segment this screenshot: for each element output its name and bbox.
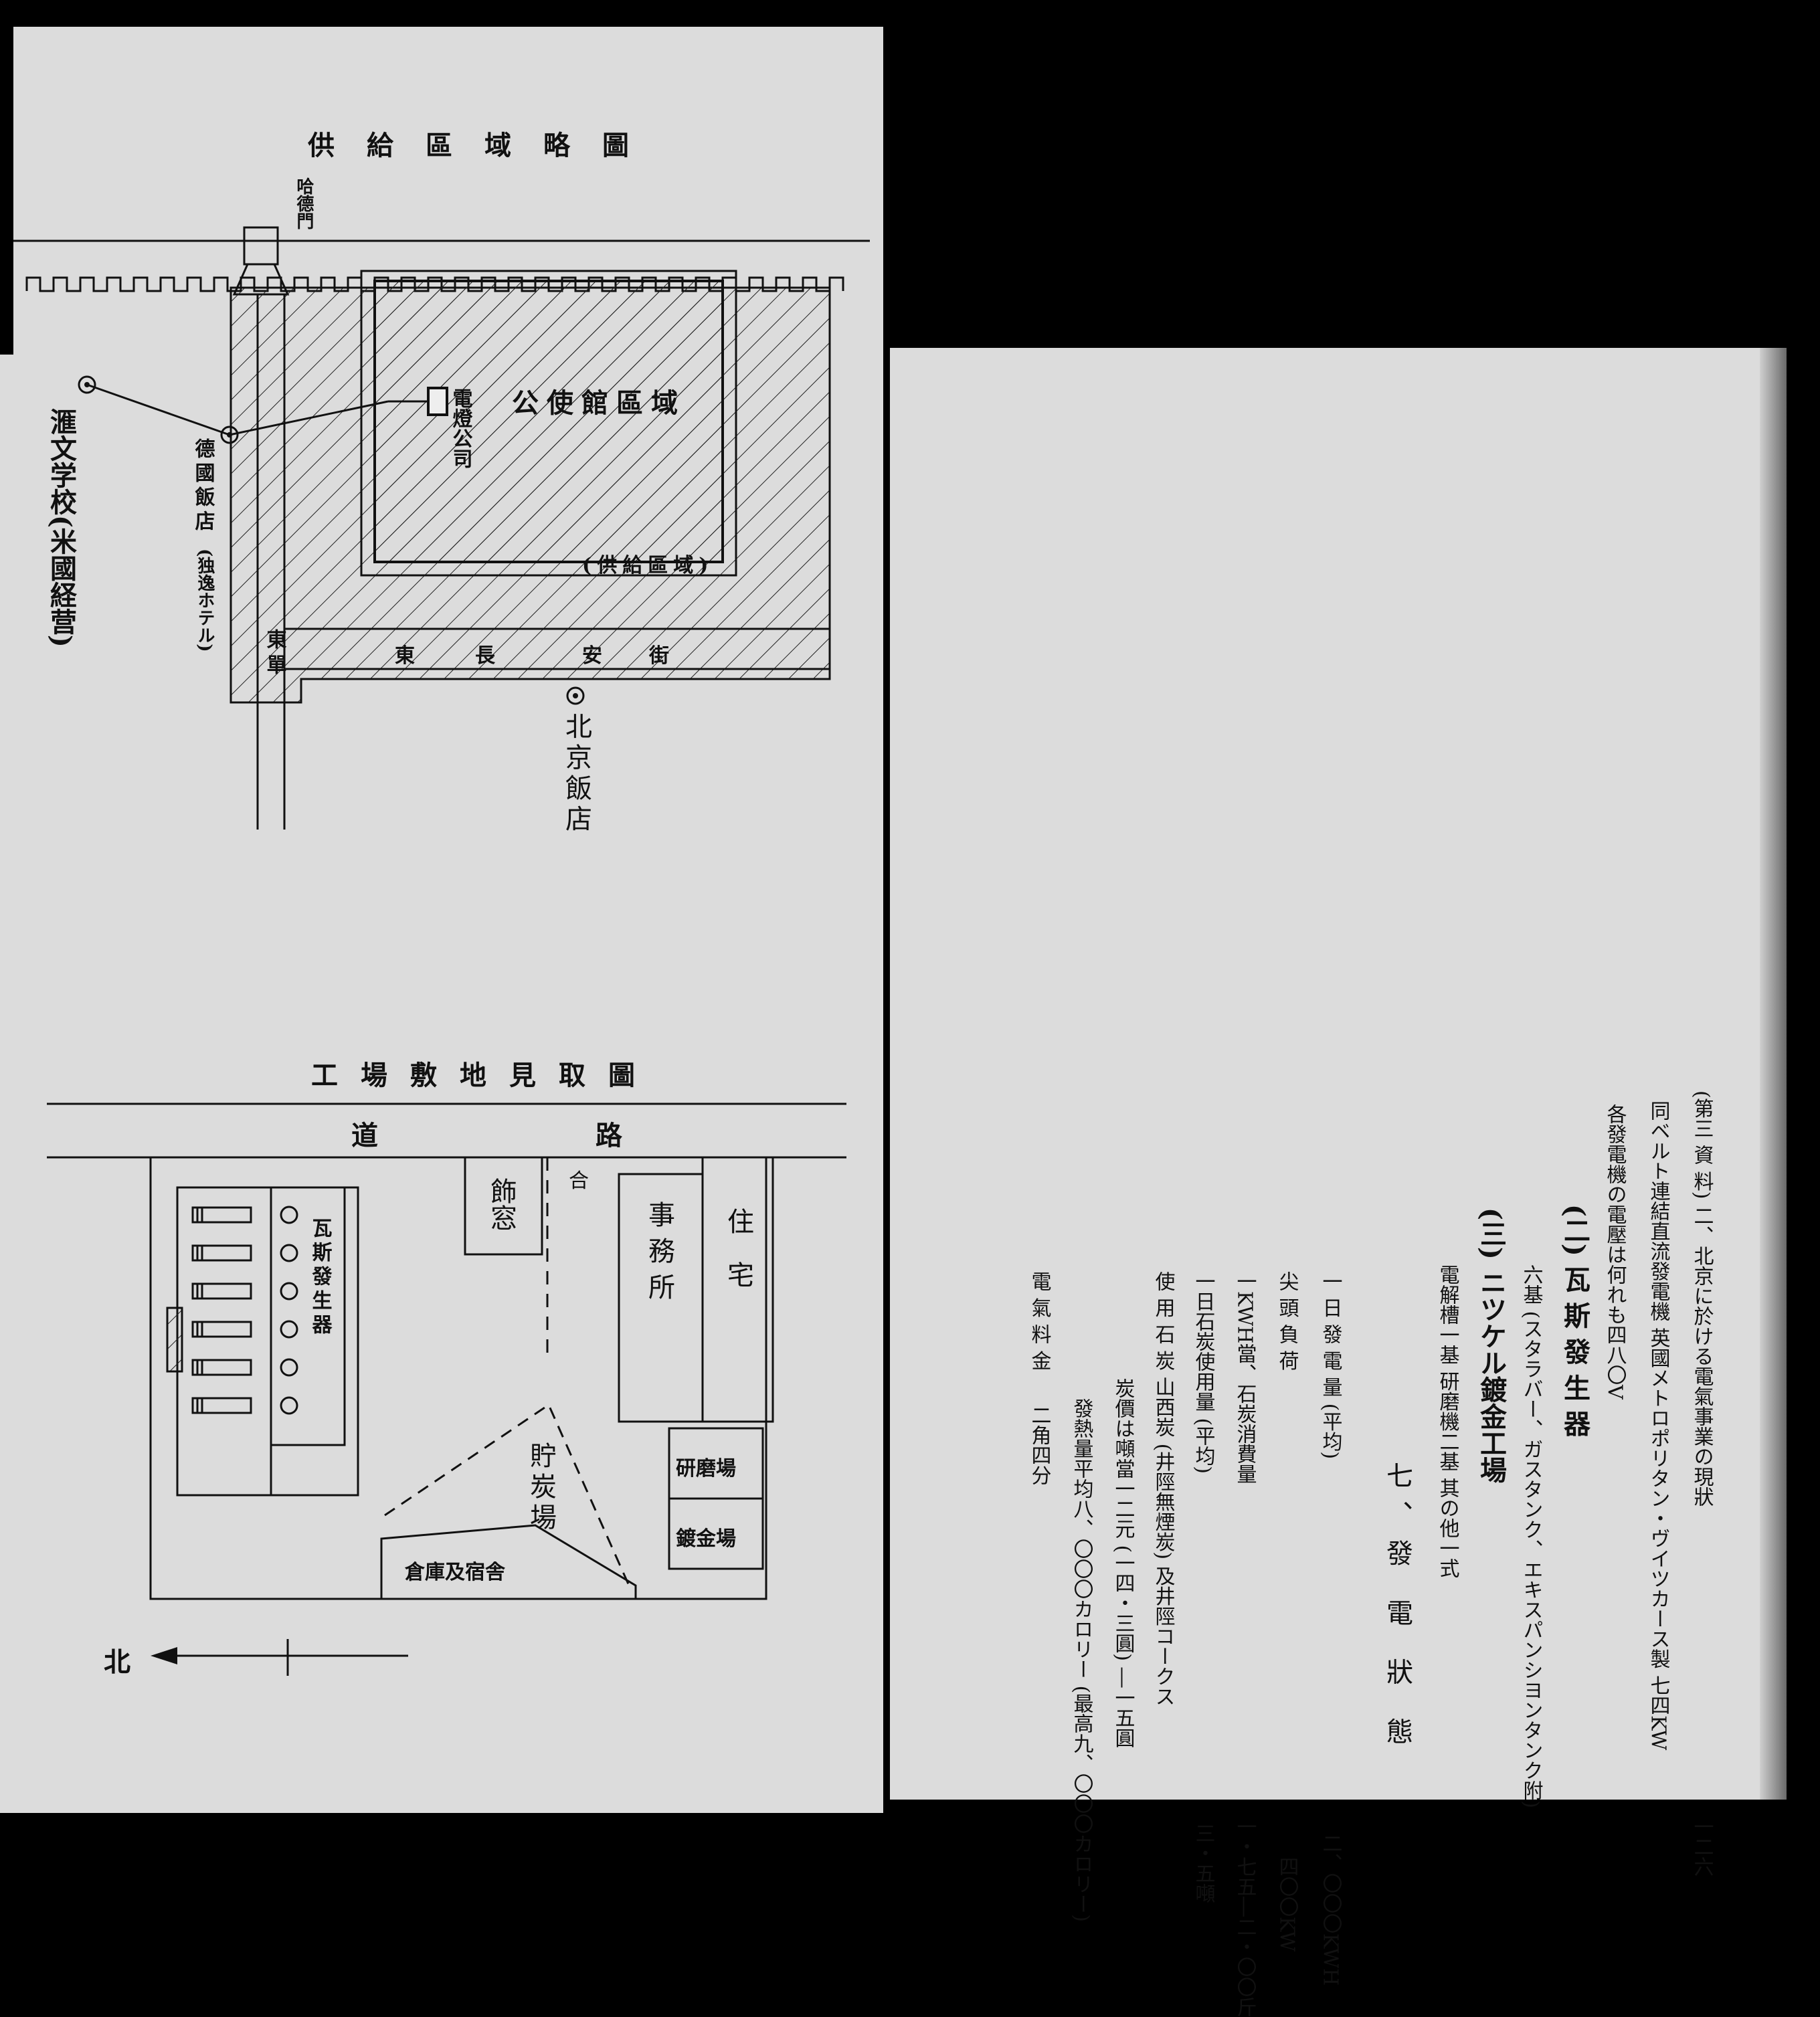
map2-title: 工場敷地見取圖: [311, 1060, 658, 1091]
warehouse-label: 倉庫及宿舎: [405, 1561, 505, 1584]
street-main-2: 長: [475, 644, 495, 668]
office-label: 事務所: [644, 1201, 674, 1309]
school-label: 滙文学校(米國経营): [46, 408, 77, 648]
hotel-bj-label: 北京飯店: [561, 712, 592, 836]
map1-title: 供給區域略圖: [308, 130, 661, 161]
plating-block: [668, 1497, 764, 1570]
legation-label: 公使館區域: [512, 387, 686, 419]
supply-label: (供給區域): [582, 554, 714, 577]
hotel-de-note: (独逸ホテル): [194, 549, 215, 652]
header-line: (第三 資 料) 二、北京に於ける電氣事業の現狀: [1690, 1090, 1714, 1507]
coal-yard: [384, 1403, 630, 1586]
street-east-label: 東單: [262, 629, 286, 680]
hotel-de-label: 德國飯店: [191, 438, 215, 535]
body-line-1: 同ベルト連結直流發電機 英國メトロポリタン・ヴイツカース製 七四KW: [1646, 1100, 1670, 1751]
school-marker: [78, 375, 96, 394]
north-label: 北: [104, 1646, 130, 1678]
calorie: 發熱量平均八、〇〇〇カロリー (最高九、〇〇〇カロリー): [1069, 1398, 1093, 1922]
row-value-2: 四〇〇KW: [1275, 1856, 1299, 1952]
gas-gen-label: 瓦斯發生器: [308, 1218, 332, 1338]
row-value-3: 一・七五―二・〇〇斤: [1233, 1816, 1257, 2017]
legation-quarter: [373, 280, 724, 563]
sec2-body: 六基 (スタラバー、ガスタンク、エキスパンシヨンタンク附): [1519, 1264, 1543, 1808]
fee-value: 二角四分: [1027, 1405, 1051, 1485]
company-label: 電燈公司: [448, 388, 472, 468]
row-label-1: 一 日 發 電 量 (平均): [1318, 1271, 1342, 1460]
warehouse-block: [380, 1524, 637, 1600]
sec7-title: 七、發 電 狀 態: [1382, 1462, 1413, 1757]
street-main-4: 街: [649, 644, 669, 668]
row-label-5: 使 用 石 炭 山西炭 (井陘無煙炭) 及井陘コークス: [1151, 1271, 1175, 1707]
row-value-1: 二、〇〇〇KWH: [1318, 1833, 1342, 1986]
body-line-2: 各發電機の電壓は何れも四八〇V: [1603, 1104, 1627, 1400]
row-value-4: 三・五噸: [1191, 1823, 1215, 1903]
company-marker: [427, 387, 448, 416]
house-label: 住宅: [723, 1208, 753, 1315]
sec3-title: (三) ニツケル鍍金工場: [1475, 1208, 1507, 1483]
hotel-de-marker: [220, 425, 239, 444]
row-label-3: 一KWH當、石炭消費量: [1233, 1271, 1257, 1484]
page-edge: [1760, 348, 1787, 1800]
fee-label: 電 氣 料 金: [1027, 1271, 1051, 1371]
row-label-2: 尖 頭 負 荷: [1275, 1271, 1299, 1371]
plating-label: 鍍金場: [676, 1527, 736, 1551]
sec2-title: (二) 瓦 斯 發 生 器: [1559, 1204, 1590, 1437]
street-main-1: 東: [395, 644, 415, 668]
gate-label: 哈德門: [293, 177, 314, 229]
grind-label: 研磨場: [676, 1457, 736, 1480]
house-block: [701, 1156, 774, 1423]
coal-price: 炭價は噸當一二元 (一四・三圓) ―一五圓: [1111, 1378, 1135, 1748]
gas-generator-units: [191, 1206, 298, 1415]
decor-label: 飾窓: [486, 1177, 517, 1231]
road-label-1: 道: [351, 1120, 378, 1151]
joint-label: 合: [569, 1169, 589, 1193]
sec3-body: 電解槽一基 研磨機二基 其の他一式: [1435, 1264, 1459, 1579]
row-label-4: 一日石炭使用量 (平均): [1191, 1271, 1215, 1474]
page-number: 一二六: [1690, 1816, 1714, 1877]
left-page: 供給區域略圖 哈德門 電燈公司 公使館區域 (供給區域) 滙文学校(米國経营) …: [13, 27, 883, 1813]
street-main-3: 安: [582, 644, 602, 668]
road-label-2: 路: [596, 1120, 622, 1151]
coal-yard-label: 貯炭場: [525, 1442, 556, 1534]
decor-window-block: [464, 1156, 543, 1256]
maps-drawing: [13, 226, 870, 1676]
hotel-bj-marker: [566, 686, 585, 705]
right-page: (第三 資 料) 二、北京に於ける電氣事業の現狀 同ベルト連結直流發電機 英國メ…: [890, 348, 1787, 2017]
